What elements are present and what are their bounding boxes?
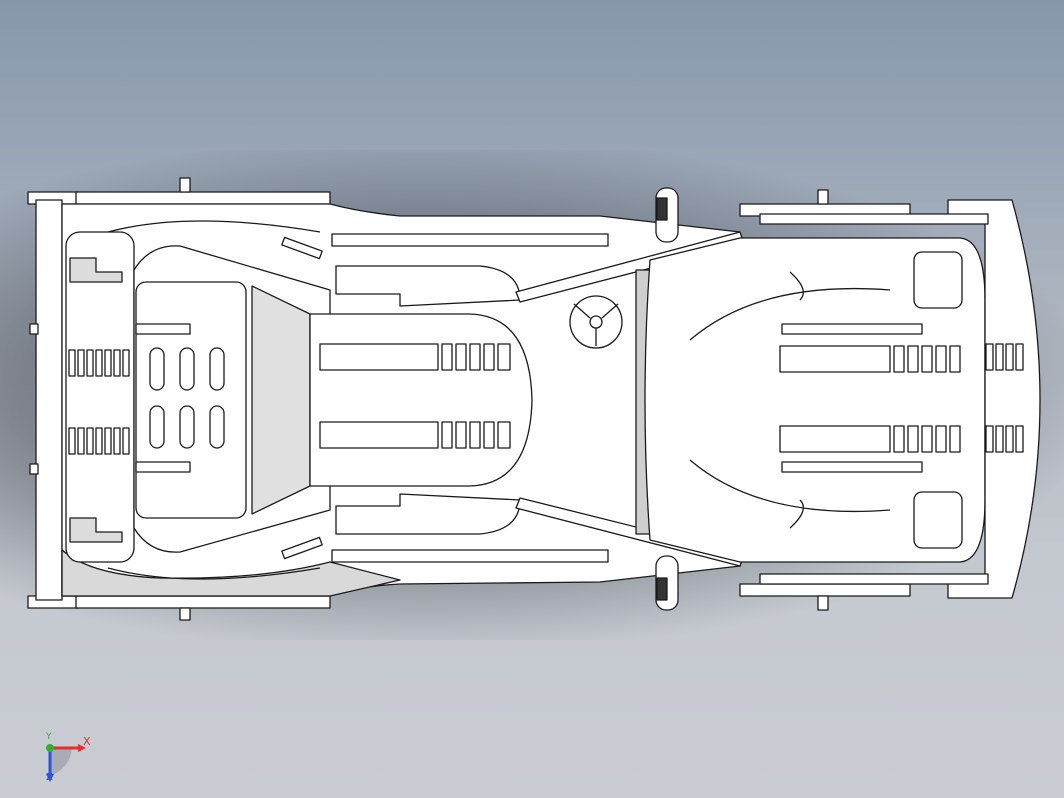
y-axis-label: Y [46,732,52,742]
front-seat-bolster-top [335,265,521,307]
front-peg-top [817,189,829,205]
mirror-bottom [655,555,679,611]
bumper-vents-top [985,343,1024,371]
side-bar-bottom [331,549,609,563]
rear-peg-bottom [179,607,191,621]
x-axis-label: X [83,735,91,748]
hood-decal-top [689,271,891,341]
hood-vent-group-bottom [779,425,961,453]
front-side-bar-bottom [759,573,989,585]
decal-swoosh-bottom [107,567,321,580]
front-seat [309,313,533,487]
seat-vent-group-bottom [319,421,511,449]
hood-bar-bottom [781,461,923,473]
front-rail-bottom [739,583,911,597]
front-hood [644,237,986,563]
orientation-triad [46,744,86,782]
rear-vent-group-bottom [68,427,130,455]
rear-tab-1 [29,323,39,335]
rear-seat-cushion [135,281,247,519]
rear-rail-bottom [75,595,331,609]
rear-tab-2 [29,463,39,475]
handle-bottom [281,536,323,560]
rear-cutout-bottom [69,517,123,543]
front-side-bar-top [759,213,989,225]
handle-top [281,236,323,260]
decal-swoosh-top [107,220,321,233]
rear-seat-bar-top [135,323,191,335]
z-axis-label: Z [46,772,53,783]
front-peg-bottom [817,595,829,611]
rear-cutout-top [69,257,123,283]
headlight-top [913,251,963,309]
rear-vent-group-top [68,349,130,377]
rear-seat-bar-bottom [135,461,191,473]
rear-frame-side [35,199,63,601]
front-bumper [947,199,1041,599]
rear-peg-top [179,177,191,193]
body-shade [61,549,401,597]
bumper-vents-bottom [985,425,1024,453]
y-axis-dot [46,744,54,752]
rear-seat-slots [149,347,225,449]
seat-vent-group-top [319,343,511,371]
side-bar-top [331,233,609,247]
headlight-bottom [913,491,963,549]
rear-rail-top [75,191,331,205]
front-seat-bolster-bottom [335,493,521,535]
mirror-top [655,187,679,243]
hood-decal-bottom [689,459,891,529]
hood-vent-group-top [779,345,961,373]
hood-bar-top [781,323,923,335]
cabin-floor [251,285,311,515]
steering-wheel [569,295,623,349]
